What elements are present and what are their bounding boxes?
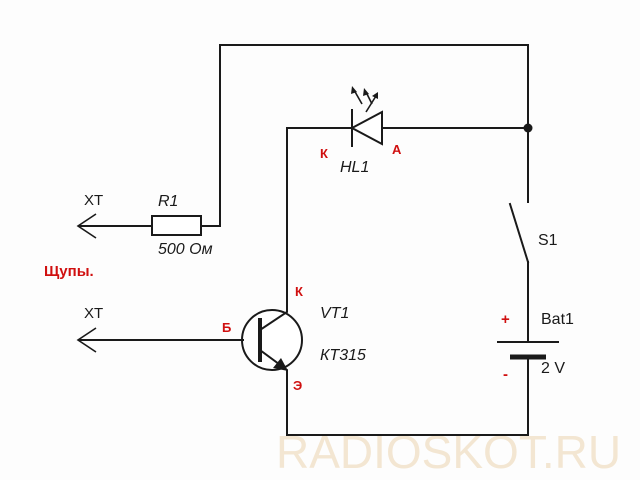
battery-minus-mark: -	[503, 366, 508, 383]
battery-plus-mark: +	[501, 311, 510, 328]
switch-s1	[508, 202, 530, 264]
transistor-name: VT1	[320, 305, 349, 322]
led-name: HL1	[340, 159, 369, 176]
resistor-name: R1	[158, 193, 178, 210]
watermark-text: RADIOSKOT.RU	[276, 426, 621, 478]
wire-top-loop	[200, 44, 529, 227]
transistor-vt1	[241, 294, 303, 378]
transistor-model: КТ315	[320, 347, 366, 364]
wire-led-cathode-collector	[286, 127, 353, 296]
probes-label: Щупы.	[44, 263, 94, 280]
led-cathode-mark: К	[320, 146, 328, 161]
battery-name: Bat1	[541, 311, 574, 328]
resistor-value: 500 Ом	[158, 241, 213, 258]
battery-bat1	[497, 341, 559, 360]
probe-bottom-label: XT	[84, 305, 103, 322]
probe-top-label: XT	[84, 192, 103, 209]
wire-battery-emitter	[286, 358, 529, 436]
transistor-emitter-mark: Э	[293, 378, 302, 393]
led-hl1	[349, 86, 383, 147]
resistor-r1	[151, 215, 202, 236]
led-anode-mark: А	[392, 142, 402, 157]
transistor-collector-mark: К	[295, 284, 303, 299]
probe-bottom-arrow-icon	[76, 327, 97, 353]
battery-voltage: 2 V	[541, 360, 565, 377]
switch-name: S1	[538, 232, 558, 249]
transistor-base-mark: Б	[222, 320, 231, 335]
probe-top-arrow-icon	[76, 213, 97, 239]
